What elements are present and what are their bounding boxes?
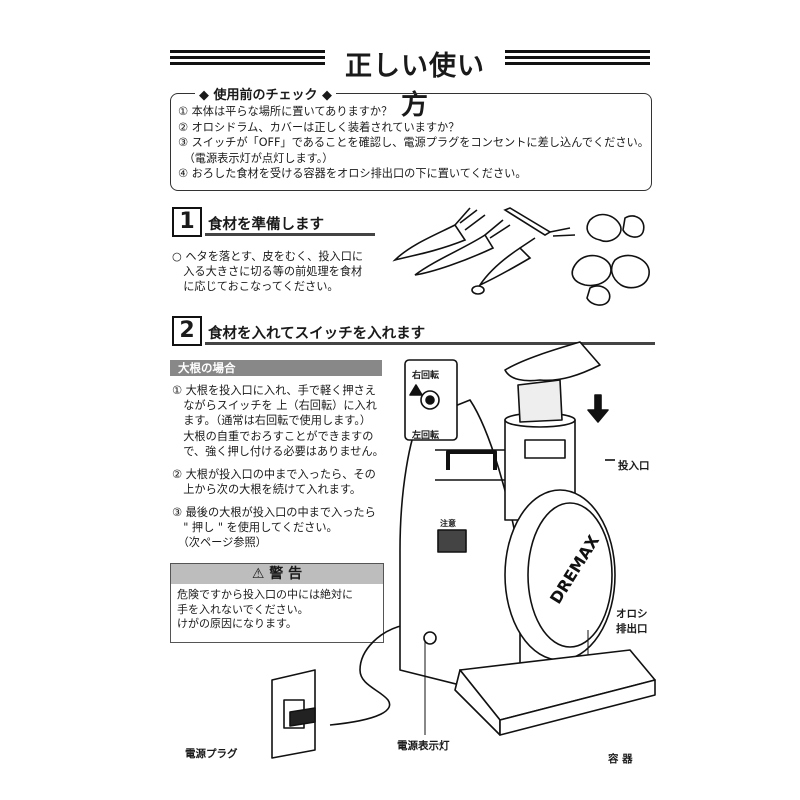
step1-number: 1 bbox=[172, 207, 202, 237]
step2-item1: ① 大根を投入口に入れ、手で軽く押さえ ながらスイッチを 上（右回転）に入れ ま… bbox=[172, 384, 384, 458]
warning-box: ⚠ 警 告 危険ですから投入口の中には絶対に 手を入れないでください。 けがの原… bbox=[170, 563, 384, 643]
step1-rule bbox=[205, 233, 375, 236]
title-rule-right bbox=[505, 50, 650, 70]
caution-sticker-label: 注意 bbox=[440, 519, 456, 528]
precheck-item: ④ おろした食材を受ける容器をオロシ排出口の下に置いてください。 bbox=[178, 167, 527, 180]
precheck-item: （電源表示灯が点灯します。） bbox=[178, 151, 334, 165]
section-daikon: 大根の場合 bbox=[170, 360, 382, 376]
vegetables-illustration bbox=[392, 207, 650, 306]
left-rotation-label: 左回転 bbox=[412, 431, 440, 441]
title-rule-left bbox=[170, 50, 325, 70]
outlet-label-line1: オロシ bbox=[616, 608, 648, 620]
warning-heading: ⚠ 警 告 bbox=[171, 564, 383, 584]
precheck-heading: ◆ 使用前のチェック ◆ bbox=[195, 84, 337, 103]
inlet-label: 投入口 bbox=[618, 460, 650, 472]
grater-machine-illustration bbox=[271, 341, 656, 759]
page-title: 正しい使い方 bbox=[345, 51, 485, 121]
step2-rule bbox=[205, 342, 655, 345]
power-plug-label: 電源プラグ bbox=[185, 748, 238, 760]
step2-number: 2 bbox=[172, 316, 202, 346]
step2-item2: ② 大根が投入口の中まで入ったら、その 上から次の大根を続けて入れます。 bbox=[172, 468, 376, 497]
precheck-list: ① 本体は平らな場所に置いてありますか？ ② オロシドラム、カバーは正しく装着さ… bbox=[178, 104, 649, 182]
precheck-item: ③ スイッチが「OFF」であることを確認し、電源プラグをコンセントに差し込んでく… bbox=[178, 136, 649, 149]
warning-text: 危険ですから投入口の中には絶対に 手を入れないでください。 けがの原因になります… bbox=[177, 588, 353, 630]
precheck-item: ② オロシドラム、カバーは正しく装着されていますか？ bbox=[178, 120, 460, 134]
step1-text: ○ ヘタを落とす、皮をむく、投入口に 入る大きさに切る等の前処理を食材 に応じて… bbox=[172, 250, 364, 294]
precheck-item: ① 本体は平らな場所に置いてありますか？ bbox=[178, 105, 393, 118]
outlet-label-line2: 排出口 bbox=[616, 623, 648, 635]
container-label: 容 器 bbox=[608, 753, 633, 765]
right-rotation-label: 右回転 bbox=[412, 371, 440, 381]
step2-item3: ③ 最後の大根が投入口の中まで入ったら " 押し " を使用してください。 （次… bbox=[172, 506, 376, 550]
precheck-box bbox=[170, 93, 652, 191]
step2-title: 食材を入れてスイッチを入れます bbox=[208, 326, 426, 342]
step1-title: 食材を準備します bbox=[208, 217, 324, 233]
power-lamp-label: 電源表示灯 bbox=[397, 740, 450, 752]
